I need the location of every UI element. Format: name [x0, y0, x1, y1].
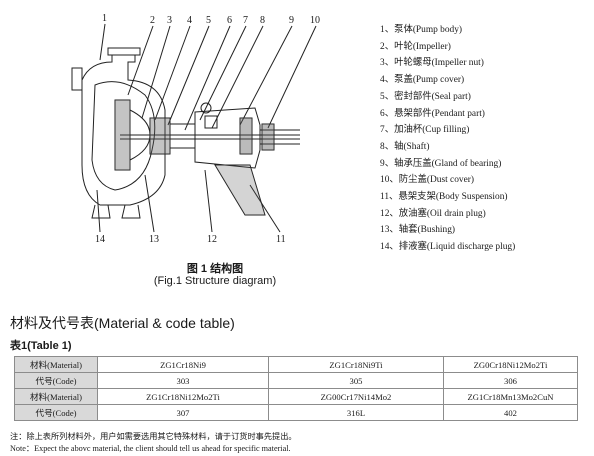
table-cell: 316L — [268, 404, 444, 421]
parts-list-item: 7、加油杯(Cup filling) — [380, 125, 470, 136]
table-title: 表1(Table 1) — [10, 340, 72, 352]
table-cell: 303 — [97, 372, 269, 389]
table-cell: 402 — [443, 404, 578, 421]
callout-number: 6 — [227, 15, 232, 26]
table-header-cell: 代号(Code) — [14, 372, 98, 389]
note-english: Note：Expect the abovc material, the clie… — [10, 444, 291, 453]
callout-number: 8 — [260, 15, 265, 26]
parts-list-item: 11、悬架支架(Body Suspension) — [380, 192, 508, 203]
callout-number: 11 — [276, 234, 286, 245]
figure-caption-subtitle: (Fig.1 Structure diagram) — [153, 275, 277, 287]
table-cell: ZG1Cr18Ni12Mo2Ti — [97, 388, 269, 405]
callout-number: 4 — [187, 15, 192, 26]
parts-list-item: 1、泵体(Pump body) — [380, 25, 463, 35]
callout-number: 7 — [243, 15, 248, 26]
callout-number: 10 — [310, 15, 320, 26]
parts-list-item: 4、泵盖(Pump cover) — [380, 75, 465, 86]
figure-caption-title: 图 1 结构图 — [186, 263, 244, 275]
table-cell: ZG00Cr17Ni14Mo2 — [268, 388, 444, 405]
parts-list-item: 3、叶轮螺母(Impeller nut) — [380, 58, 484, 69]
table-row: 代号(Code) 303 305 306 — [14, 372, 578, 389]
parts-list-item: 6、悬架部件(Pendant part) — [380, 108, 485, 119]
parts-list-item: 8、轴(Shaft) — [380, 141, 430, 152]
structure-diagram: 1 2 3 4 5 6 7 8 9 10 14 13 12 11 — [0, 0, 390, 262]
callout-number: 2 — [150, 15, 155, 26]
pump-cross-section-drawing — [71, 23, 317, 233]
parts-list-item: 13、轴套(Bushing) — [380, 225, 456, 236]
table-row: 材料(Material) ZG1Cr18Ni9 ZG1Cr18Ni9Ti ZG0… — [14, 356, 578, 373]
table-cell: ZG1Cr18Ni9Ti — [268, 356, 444, 373]
callout-number: 5 — [206, 15, 211, 26]
parts-list-item: 5、密封部件(Seal part) — [380, 91, 471, 102]
table-cell: 306 — [443, 372, 578, 389]
section-title: 材料及代号表(Material & code table) — [10, 315, 235, 331]
table-row: 材料(Material) ZG1Cr18Ni12Mo2Ti ZG00Cr17Ni… — [14, 388, 578, 405]
material-code-table: 材料(Material) ZG1Cr18Ni9 ZG1Cr18Ni9Ti ZG0… — [14, 356, 578, 421]
parts-list-item: 14、排液塞(Liquid discharge plug) — [380, 242, 516, 253]
callout-number: 13 — [149, 234, 159, 245]
callout-number: 1 — [102, 13, 107, 24]
table-header-cell: 材料(Material) — [14, 356, 98, 373]
parts-list-item: 2、叶轮(Impeller) — [380, 41, 451, 52]
callout-number: 12 — [207, 234, 217, 245]
table-cell: 305 — [268, 372, 444, 389]
note-chinese: 注：除上表所列材料外，用户如需要选用其它特殊材料，请于订货时事先提出。 — [10, 432, 297, 441]
table-cell: 307 — [97, 404, 269, 421]
table-cell: ZG1Cr18Mn13Mo2CuN — [443, 388, 578, 405]
table-cell: ZG1Cr18Ni9 — [97, 356, 269, 373]
parts-list-item: 9、轴承压盖(Gland of bearing) — [380, 158, 502, 169]
parts-list-item: 10、防尘盖(Dust cover) — [380, 175, 474, 186]
table-cell: ZG0Cr18Ni12Mo2Ti — [443, 356, 578, 373]
table-header-cell: 材料(Material) — [14, 388, 98, 405]
table-header-cell: 代号(Code) — [14, 404, 98, 421]
parts-list-item: 12、放油塞(Oil drain plug) — [380, 208, 486, 219]
parts-list: 1、泵体(Pump body) 2、叶轮(Impeller) 3、叶轮螺母(Im… — [380, 22, 590, 256]
callout-number: 9 — [289, 15, 294, 26]
table-row: 代号(Code) 307 316L 402 — [14, 404, 578, 421]
callout-number: 14 — [95, 234, 105, 245]
callout-number: 3 — [167, 15, 172, 26]
